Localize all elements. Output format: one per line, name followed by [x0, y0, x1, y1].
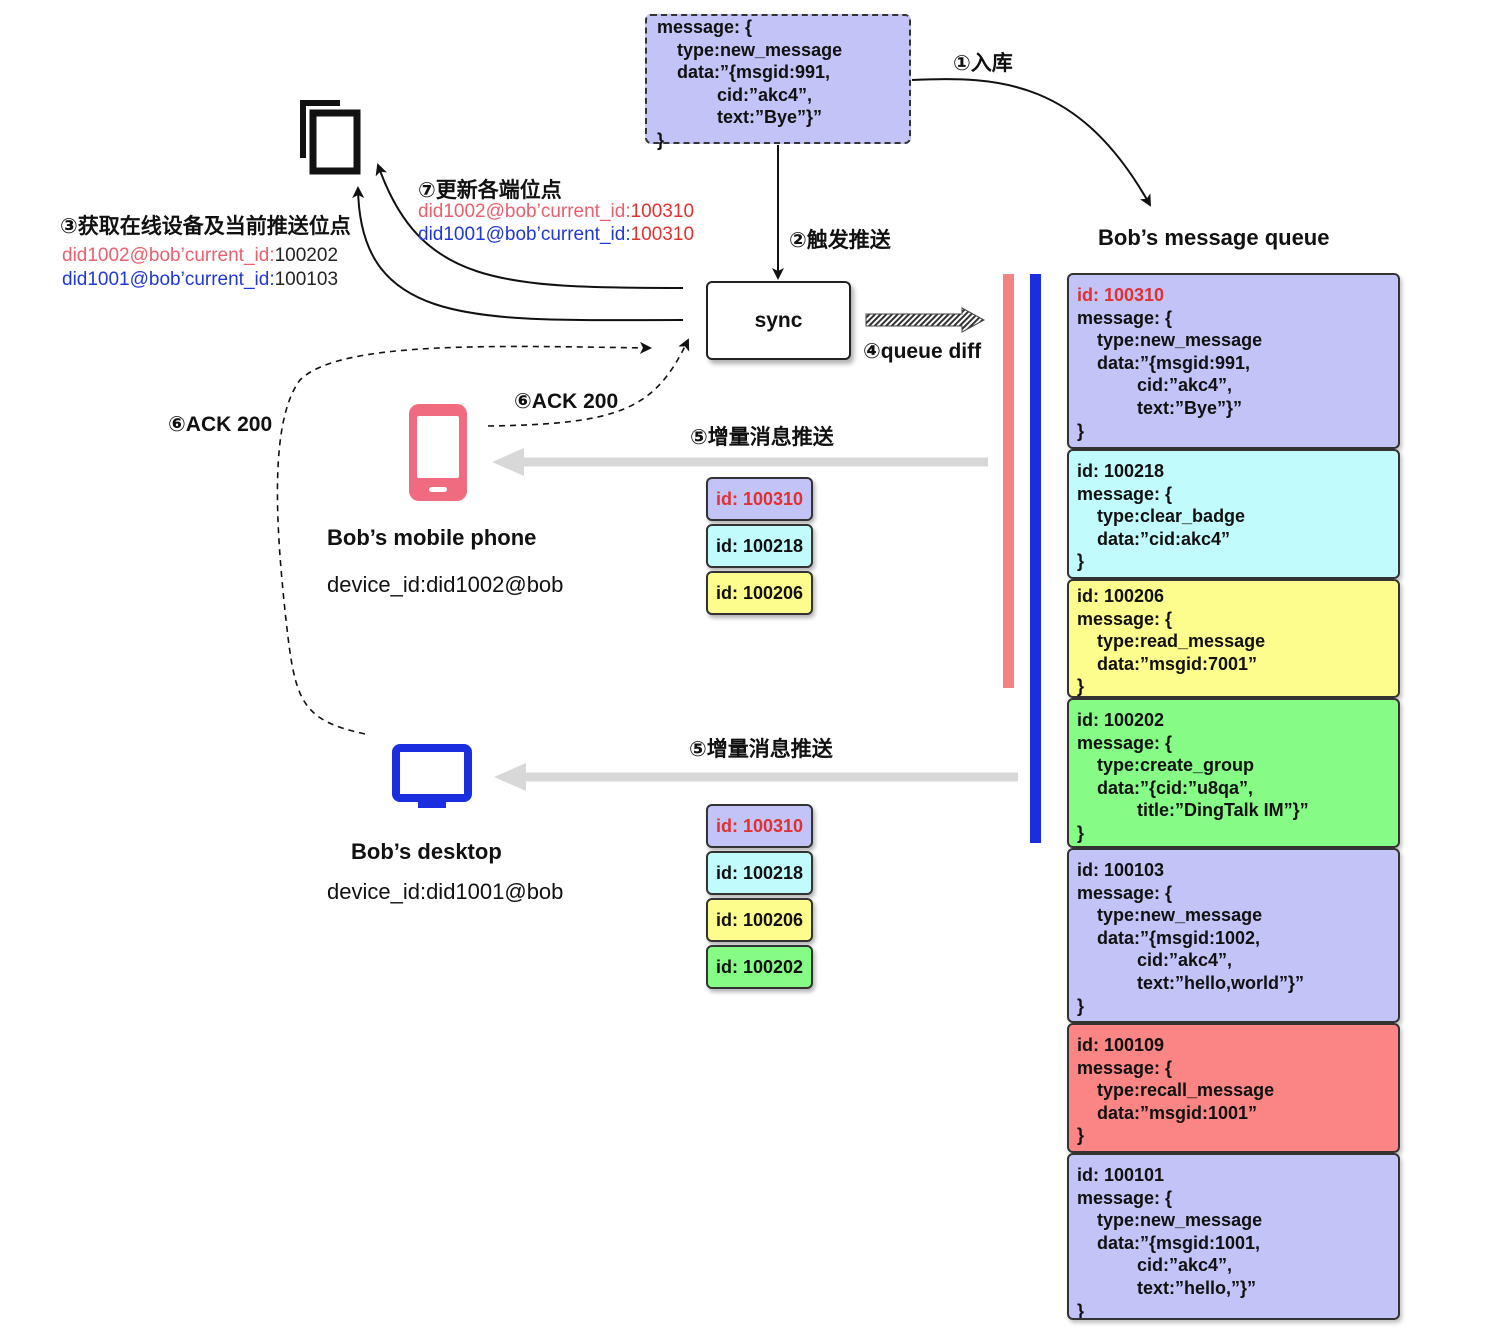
queue-card-line: data:”{msgid:991,: [1077, 352, 1251, 373]
queue-card-id: id: 100101: [1077, 1165, 1165, 1185]
queue-card-line: cid:”akc4”,: [1077, 1255, 1233, 1276]
queue-card-line: data:”{msgid:1001,: [1077, 1232, 1261, 1253]
step-ack-mobile-label: ⑥ACK 200: [514, 390, 619, 413]
incoming-message-box: message: { type:new_message data:”{msgid…: [645, 14, 911, 150]
message-line: type:new_message: [657, 39, 843, 60]
queue-card-id: id: 100103: [1077, 860, 1165, 880]
message-line: cid:”akc4”,: [657, 84, 813, 105]
queue-card-line: data:”{msgid:1002,: [1077, 927, 1261, 948]
mobile-push-item: id: 100310: [706, 477, 813, 521]
copy-icon: [300, 100, 361, 175]
queue-card-line: text:”hello,”}”: [1077, 1277, 1257, 1298]
queue-card-line: message: {: [1077, 882, 1173, 903]
mobile-device-id: device_id:did1002@bob: [327, 572, 564, 597]
queue-card-line: type:new_message: [1077, 330, 1263, 351]
queue-card-id: id: 100109: [1077, 1035, 1165, 1055]
queue-card-line: message: {: [1077, 732, 1173, 753]
mobile-push-item: id: 100218: [706, 524, 813, 568]
queue-card-line: type:clear_badge: [1077, 506, 1246, 527]
queue-card-line: type:read_message: [1077, 631, 1266, 652]
queue-card-id: id: 100206: [1077, 586, 1165, 606]
message-line: }: [657, 129, 665, 150]
queue-card-line: title:”DingTalk IM”}”: [1077, 800, 1309, 821]
arrow-ack-desktop: [276, 341, 652, 735]
arrow-queue-diff: [865, 307, 986, 333]
queue-card-line: text:”hello,world”}”: [1077, 972, 1305, 993]
desktop-position-bar: [1030, 274, 1041, 843]
message-line: message: {: [657, 17, 753, 37]
queue-card-line: type:recall_message: [1077, 1080, 1275, 1101]
desktop-title: Bob’s desktop: [351, 839, 502, 864]
queue-title: Bob’s message queue: [1098, 225, 1330, 250]
queue-card-id: id: 100202: [1077, 710, 1165, 730]
queue-card-id: id: 100218: [1077, 461, 1165, 481]
queue-card-line: }: [1077, 1300, 1085, 1320]
arrow-fetch-devices: [352, 186, 684, 322]
queue-card-line: data:”cid:akc4”: [1077, 528, 1231, 549]
current-position-desktop: did1001@bob’current_id:100103: [62, 269, 339, 290]
step-update-label: ⑦更新各端位点: [418, 179, 562, 202]
sync-service: sync: [706, 281, 851, 360]
queue-card-line: message: {: [1077, 483, 1173, 504]
step-enqueue-label: ①入库: [953, 52, 1013, 75]
queue-card-line: cid:”akc4”,: [1077, 375, 1233, 396]
mobile-title: Bob’s mobile phone: [327, 525, 537, 550]
update-position-desktop: did1001@bob’current_id:100310: [418, 224, 695, 245]
queue-card-line: message: {: [1077, 307, 1173, 328]
message-line: text:”Bye”}”: [657, 107, 823, 128]
queue-card-line: message: {: [1077, 1187, 1173, 1208]
queue-card-line: }: [1077, 551, 1085, 572]
desktop-device-id: device_id:did1001@bob: [327, 879, 564, 904]
queue-card-line: }: [1077, 1125, 1085, 1146]
desktop-push-item: id: 100206: [706, 898, 813, 942]
monitor-icon: [392, 744, 472, 808]
desktop-push-item: id: 100310: [706, 804, 813, 848]
queue-card-line: }: [1077, 676, 1085, 697]
step-fetch-label: ③获取在线设备及当前推送位点: [60, 215, 351, 238]
mobile-position-bar: [1003, 274, 1014, 688]
queue-card-line: message: {: [1077, 1057, 1173, 1078]
queue-card-line: }: [1077, 995, 1085, 1016]
queue-card-line: }: [1077, 822, 1085, 843]
desktop-push-item: id: 100202: [706, 945, 813, 989]
step-ack-desktop-label: ⑥ACK 200: [168, 413, 273, 436]
queue-card-line: type:new_message: [1077, 1210, 1263, 1231]
queue-card-line: text:”Bye”}”: [1077, 397, 1243, 418]
step-push-desktop-label: ⑤增量消息推送: [689, 738, 833, 761]
arrow-enqueue: [911, 78, 1151, 207]
arrow-update-positions: [375, 163, 684, 289]
update-position-mobile: did1002@bob’current_id:100310: [418, 201, 695, 222]
step-queue-diff-label: ④queue diff: [863, 340, 982, 363]
phone-icon: [409, 404, 467, 501]
queue-card-line: data:”{cid:”u8qa”,: [1077, 777, 1254, 798]
queue-card-line: message: {: [1077, 608, 1173, 629]
queue-card-line: data:”msgid:1001”: [1077, 1102, 1258, 1123]
mobile-push-item: id: 100206: [706, 571, 813, 615]
step-push-mobile-label: ⑤增量消息推送: [690, 426, 834, 449]
queue-card-line: type:new_message: [1077, 905, 1263, 926]
current-position-mobile: did1002@bob’current_id:100202: [62, 245, 339, 266]
desktop-push-item: id: 100218: [706, 851, 813, 895]
queue-card-line: type:create_group: [1077, 755, 1255, 776]
queue-card-line: cid:”akc4”,: [1077, 950, 1233, 971]
step-trigger-label: ②触发推送: [789, 229, 891, 252]
message-line: data:”{msgid:991,: [657, 62, 831, 83]
arrow-ack-mobile: [487, 338, 690, 427]
queue-card-line: data:”msgid:7001”: [1077, 653, 1258, 674]
queue-card-line: }: [1077, 420, 1085, 441]
queue-card-id: id: 100310: [1077, 285, 1165, 305]
